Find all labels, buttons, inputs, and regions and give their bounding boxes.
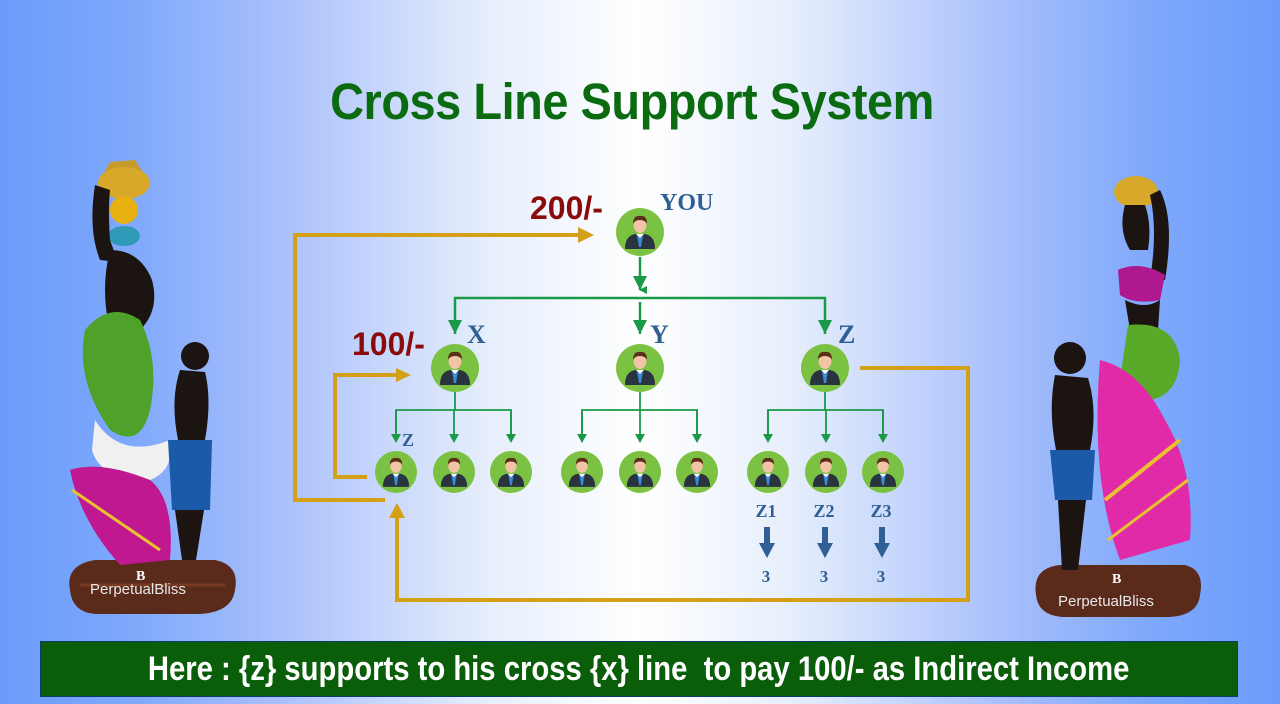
down-arrowhead-icon xyxy=(874,543,890,558)
node-level2-2-2 xyxy=(862,451,904,493)
down-arrow-icon xyxy=(822,527,828,544)
leaf-label-z1: Z1 xyxy=(755,501,776,521)
down-arrowhead-icon xyxy=(759,543,775,558)
leaf-labels: Z Z1 3 Z2 3 Z3 3 xyxy=(402,430,892,586)
y-label: Y xyxy=(650,320,669,349)
root-amount: 200/- xyxy=(530,190,603,226)
z-label: Z xyxy=(838,320,855,349)
left-brand-name: PerpetualBliss xyxy=(90,581,186,598)
businessman-icon xyxy=(812,457,840,487)
connector-arrowhead xyxy=(635,434,645,443)
businessman-icon xyxy=(440,351,470,385)
node-level2-0-2 xyxy=(490,451,532,493)
x-amount: 100/- xyxy=(352,326,425,362)
node-level2-1-2 xyxy=(676,451,718,493)
node-z xyxy=(801,344,849,392)
nodes xyxy=(375,208,904,493)
node-level2-0-0 xyxy=(375,451,417,493)
left-figurine-image: B PerpetualBliss xyxy=(69,160,236,614)
banner-text: Here : {z} supports to his cross {x} lin… xyxy=(148,649,1130,688)
businessman-icon xyxy=(626,457,654,487)
down-arrow-icon xyxy=(764,527,770,544)
connector-arrowhead xyxy=(506,434,516,443)
level2-connectors xyxy=(391,392,888,443)
connector-arrowhead xyxy=(763,434,773,443)
businessman-icon xyxy=(440,457,468,487)
node-level2-1-0 xyxy=(561,451,603,493)
cross-support-arrowhead xyxy=(389,503,405,518)
right-brand-mark: B xyxy=(1112,572,1121,587)
left-brand-mark: B xyxy=(136,569,145,584)
leaf-count: 3 xyxy=(820,567,829,586)
inner-support-arrowhead xyxy=(396,368,411,382)
right-figurine-image: B PerpetualBliss xyxy=(1035,176,1201,617)
businessman-icon xyxy=(497,457,525,487)
support-lines xyxy=(293,227,970,602)
leaf-count: 3 xyxy=(877,567,886,586)
connector-arrowhead xyxy=(391,434,401,443)
businessman-icon xyxy=(625,215,655,249)
connector-arrowhead xyxy=(449,434,459,443)
businessman-icon xyxy=(869,457,897,487)
right-brand-name: PerpetualBliss xyxy=(1058,593,1154,610)
child-z-label: Z xyxy=(402,430,414,450)
down-arrowhead-icon xyxy=(817,543,833,558)
node-you xyxy=(616,208,664,256)
node-level2-2-0 xyxy=(747,451,789,493)
businessman-icon xyxy=(568,457,596,487)
leaf-label-z2: Z2 xyxy=(813,501,834,521)
node-level2-2-1 xyxy=(805,451,847,493)
root-label: YOU xyxy=(660,190,713,216)
node-x xyxy=(431,344,479,392)
inner-support-line xyxy=(333,373,398,479)
x-label: X xyxy=(467,320,486,349)
cross-support-line xyxy=(395,366,970,602)
tree-arrowheads xyxy=(448,276,832,334)
node-y xyxy=(616,344,664,392)
node-level2-1-1 xyxy=(619,451,661,493)
connector-arrowhead xyxy=(878,434,888,443)
outer-support-arrowhead xyxy=(578,227,594,243)
leaf-label-z3: Z3 xyxy=(870,501,891,521)
businessman-icon xyxy=(625,351,655,385)
leaf-count: 3 xyxy=(762,567,771,586)
page-title: Cross Line Support System xyxy=(330,73,934,130)
connector-arrowhead xyxy=(577,434,587,443)
businessman-icon xyxy=(683,457,711,487)
node-level2-0-1 xyxy=(433,451,475,493)
businessman-icon xyxy=(382,457,410,487)
info-banner: Here : {z} supports to his cross {x} lin… xyxy=(40,641,1238,697)
businessman-icon xyxy=(754,457,782,487)
down-arrow-icon xyxy=(879,527,885,544)
connector-arrowhead xyxy=(821,434,831,443)
outer-support-line xyxy=(293,233,578,502)
connector-arrowhead xyxy=(692,434,702,443)
businessman-icon xyxy=(810,351,840,385)
